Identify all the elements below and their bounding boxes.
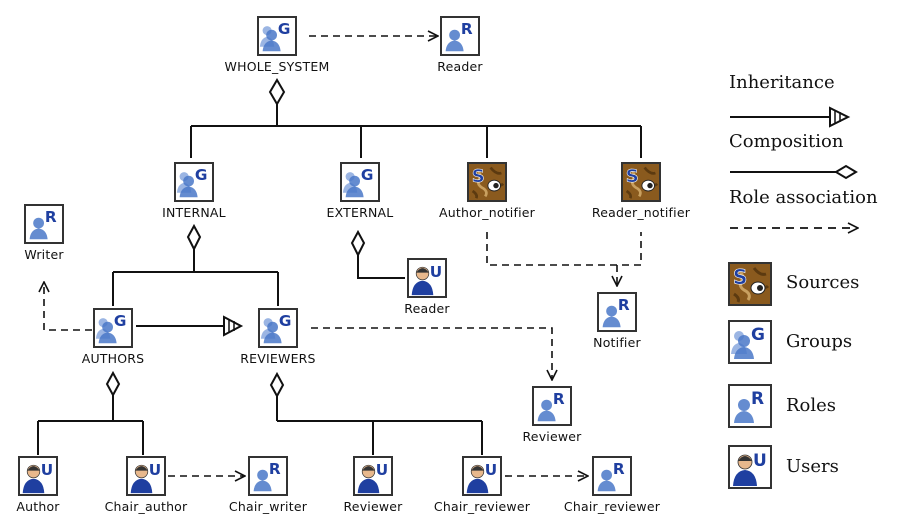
role-node-notifier: R Notifier: [547, 292, 687, 350]
user-node-reader: U Reader: [357, 258, 497, 316]
group-icon: G: [257, 16, 297, 56]
svg-text:U: U: [485, 461, 497, 479]
role-node-reviewer: R Reviewer: [482, 386, 622, 444]
node-label: Writer: [24, 247, 64, 262]
source-icon: S: [467, 162, 507, 202]
svg-text:U: U: [149, 461, 161, 479]
composition-external: [350, 229, 405, 279]
user-icon: U: [126, 456, 166, 496]
role-node-writer: R Writer: [0, 204, 114, 262]
user-node-chair-reviewer: U Chair_reviewer: [412, 456, 552, 514]
legend-source-icon: S: [728, 262, 772, 306]
node-label: Reviewer: [522, 429, 582, 444]
svg-text:U: U: [376, 461, 388, 479]
role-icon: R: [532, 386, 572, 426]
composition-authors: [37, 370, 144, 455]
svg-text:R: R: [618, 296, 630, 314]
node-label: Author_notifier: [439, 205, 535, 220]
node-label: Reviewer: [343, 499, 403, 514]
group-icon: G: [258, 308, 298, 348]
svg-text:G: G: [361, 166, 374, 184]
group-node-whole-system: G WHOLE_SYSTEM: [207, 16, 347, 74]
composition-internal: [112, 223, 279, 306]
source-node-author-notifier: S Author_notifier: [417, 162, 557, 220]
group-node-reviewers: G REVIEWERS: [208, 308, 348, 366]
svg-text:G: G: [195, 166, 208, 184]
node-label: Author: [16, 499, 60, 514]
legend-sources-label: Sources: [786, 272, 860, 293]
user-icon: U: [462, 456, 502, 496]
legend-role-icon: R: [728, 384, 772, 428]
inheritance-authors-reviewers: [136, 315, 244, 337]
node-label: Chair_author: [104, 499, 188, 514]
user-icon: U: [353, 456, 393, 496]
legend-inheritance-sample: [730, 106, 851, 128]
user-icon: U: [407, 258, 447, 298]
svg-text:S: S: [733, 265, 747, 289]
role-node-chair-writer: R Chair_writer: [198, 456, 338, 514]
svg-text:S: S: [472, 166, 485, 187]
source-node-reader-notifier: S Reader_notifier: [571, 162, 711, 220]
user-node-author: U Author: [0, 456, 108, 514]
node-label: Reader: [404, 301, 450, 316]
role-icon: R: [597, 292, 637, 332]
svg-text:R: R: [751, 389, 764, 409]
svg-text:G: G: [279, 312, 292, 330]
role-node-reader: R Reader: [390, 16, 530, 74]
legend-group-icon: G: [728, 320, 772, 364]
svg-text:U: U: [753, 451, 767, 471]
role-node-chair-reviewer: R Chair_reviewer: [542, 456, 682, 514]
source-icon: S: [621, 162, 661, 202]
group-node-authors: G AUTHORS: [43, 308, 183, 366]
role-association-edges: [44, 36, 642, 476]
node-label: REVIEWERS: [240, 351, 316, 366]
role-icon: R: [248, 456, 288, 496]
svg-text:U: U: [41, 461, 53, 479]
group-node-internal: G INTERNAL: [124, 162, 264, 220]
svg-text:R: R: [613, 460, 625, 478]
svg-text:S: S: [626, 166, 639, 187]
legend-inheritance-label: Inheritance: [729, 72, 835, 93]
group-icon: G: [340, 162, 380, 202]
svg-text:R: R: [553, 390, 565, 408]
node-label: Chair_reviewer: [433, 499, 531, 514]
role-icon: R: [592, 456, 632, 496]
node-label: Reader_notifier: [591, 205, 691, 220]
legend-composition-label: Composition: [729, 131, 844, 152]
node-label: AUTHORS: [81, 351, 145, 366]
legend-roles-label: Roles: [786, 395, 837, 416]
user-node-reviewer: U Reviewer: [303, 456, 443, 514]
composition-reviewers: [269, 371, 483, 455]
role-icon: R: [440, 16, 480, 56]
node-label: Reader: [437, 59, 483, 74]
user-icon: U: [18, 456, 58, 496]
svg-text:R: R: [45, 208, 57, 226]
role-icon: R: [24, 204, 64, 244]
node-label: Chair_writer: [228, 499, 308, 514]
node-label: Notifier: [593, 335, 641, 350]
svg-text:G: G: [114, 312, 127, 330]
group-icon: G: [93, 308, 133, 348]
svg-text:R: R: [269, 460, 281, 478]
svg-text:R: R: [461, 20, 473, 38]
legend-role-association-label: Role association: [729, 187, 878, 208]
legend-user-icon: U: [728, 445, 772, 489]
group-node-external: G EXTERNAL: [290, 162, 430, 220]
svg-text:G: G: [278, 20, 291, 38]
node-label: WHOLE_SYSTEM: [224, 59, 330, 74]
legend-users-label: Users: [786, 456, 839, 477]
user-node-chair-author: U Chair_author: [76, 456, 216, 514]
group-icon: G: [174, 162, 214, 202]
composition-whole-system: [190, 78, 642, 158]
svg-text:G: G: [751, 325, 765, 345]
legend-groups-label: Groups: [786, 331, 853, 352]
node-label: Chair_reviewer: [563, 499, 661, 514]
svg-text:U: U: [430, 263, 442, 281]
node-label: EXTERNAL: [326, 205, 394, 220]
legend-composition-sample: [730, 164, 858, 180]
node-label: INTERNAL: [162, 205, 226, 220]
